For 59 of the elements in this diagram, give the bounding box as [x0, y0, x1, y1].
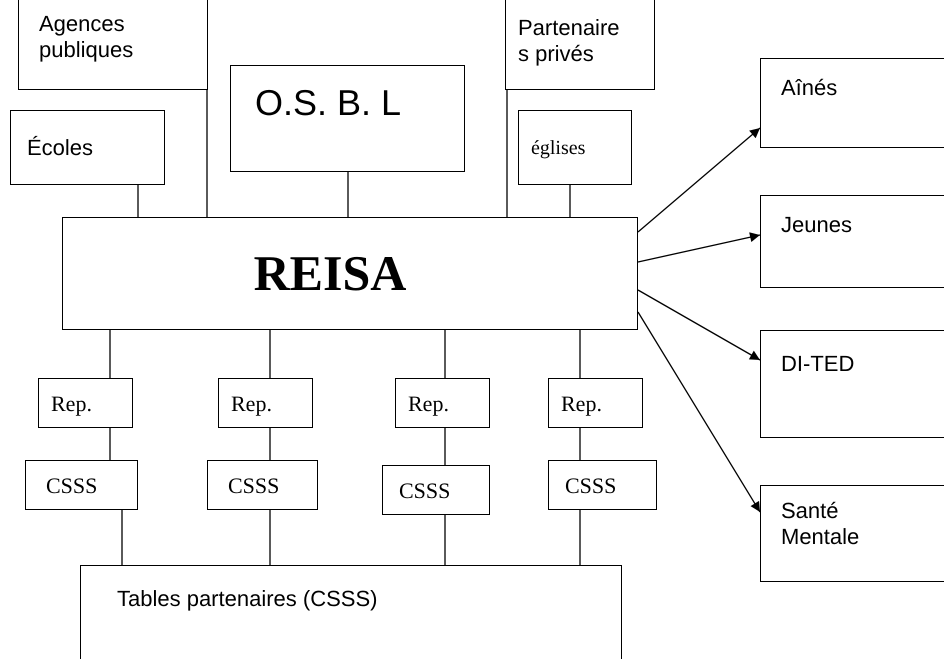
- text-box: [395, 378, 490, 428]
- arrow: [638, 289, 760, 361]
- connector-line: [579, 428, 581, 460]
- box-label: Tables partenaires (CSSS): [117, 585, 378, 613]
- connector-line: [579, 330, 581, 378]
- box-label: REISA: [254, 244, 406, 303]
- text-box: [80, 565, 622, 659]
- connector-line: [444, 515, 446, 565]
- text-box: [518, 110, 632, 185]
- box-label: Rep.: [561, 390, 602, 418]
- box-label: CSSS: [46, 472, 98, 500]
- box-label: Agences publiques: [39, 11, 134, 63]
- text-box: [760, 195, 944, 288]
- text-box: [218, 378, 313, 428]
- arrow: [638, 128, 760, 232]
- box-label: DI-TED: [781, 350, 854, 378]
- box-label: Rep.: [231, 390, 272, 418]
- text-box: [548, 378, 643, 428]
- box-label: Rep.: [408, 390, 449, 418]
- box-label: Écoles: [27, 134, 94, 162]
- connector-line: [569, 185, 571, 217]
- connector-line: [121, 510, 123, 565]
- text-box: [382, 465, 490, 515]
- box-label: CSSS: [399, 476, 450, 504]
- text-box: [25, 460, 138, 510]
- connector-line: [444, 428, 446, 465]
- box-label: O.S. B. L: [255, 82, 402, 124]
- text-box: [207, 460, 318, 510]
- connector-line: [579, 510, 581, 565]
- text-box: [760, 58, 944, 148]
- text-box: [548, 460, 657, 510]
- box-label: CSSS: [565, 472, 616, 500]
- connector-line: [269, 428, 271, 460]
- connector-line: [269, 510, 271, 565]
- box-label: Jeunes: [781, 211, 852, 239]
- text-box: [505, 0, 655, 90]
- text-box: [18, 0, 208, 90]
- connector-line: [137, 185, 139, 217]
- connector-line: [444, 330, 446, 378]
- text-box: [230, 65, 465, 172]
- arrow: [638, 232, 760, 263]
- box-label: Santé Mentale: [781, 498, 860, 550]
- text-box: [760, 485, 944, 582]
- box-label: Rep.: [51, 390, 92, 418]
- box-label: Partenaires privés: [518, 15, 621, 67]
- connector-line: [109, 428, 111, 460]
- text-box: [760, 330, 944, 438]
- box-label: églises: [531, 136, 586, 160]
- connector-line: [506, 90, 508, 217]
- connector-line: [109, 330, 111, 378]
- text-box: [10, 110, 165, 185]
- box-label: CSSS: [228, 472, 280, 500]
- connector-line: [206, 90, 208, 217]
- box-label: Aînés: [781, 74, 838, 102]
- arrow: [637, 312, 761, 512]
- text-box: [38, 378, 133, 428]
- connector-line: [269, 330, 271, 378]
- connector-line: [347, 172, 349, 217]
- text-box: [62, 217, 638, 330]
